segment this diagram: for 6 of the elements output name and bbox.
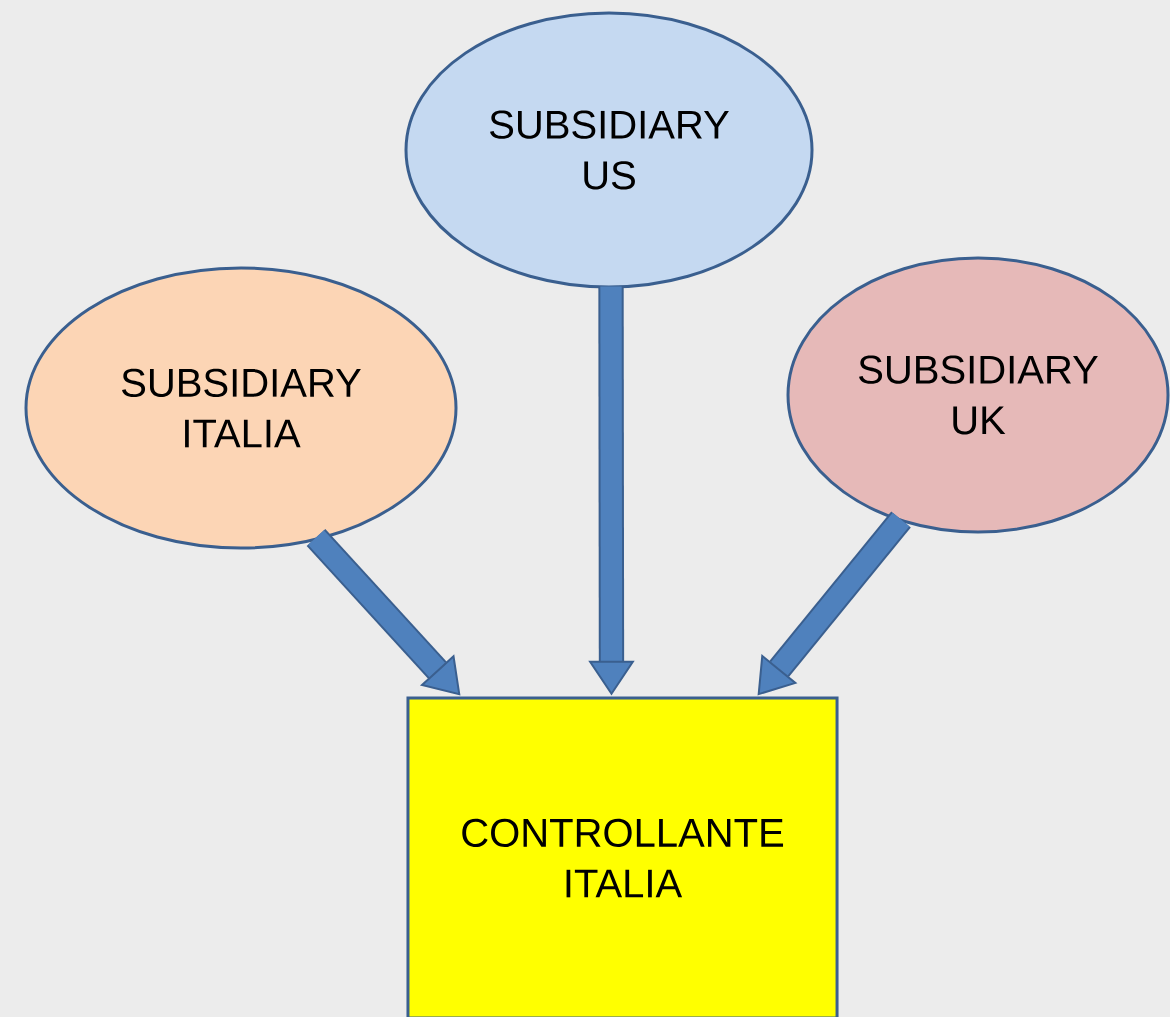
ellipse-node: SUBSIDIARY ITALIA [24, 266, 458, 550]
process-box: CONTROLLANTE ITALIA [406, 696, 839, 1017]
ellipse-node: SUBSIDIARY UK [786, 256, 1170, 534]
block-arrow [757, 511, 911, 696]
ellipse-node: SUBSIDIARY US [404, 11, 814, 289]
block-arrow [306, 528, 461, 696]
